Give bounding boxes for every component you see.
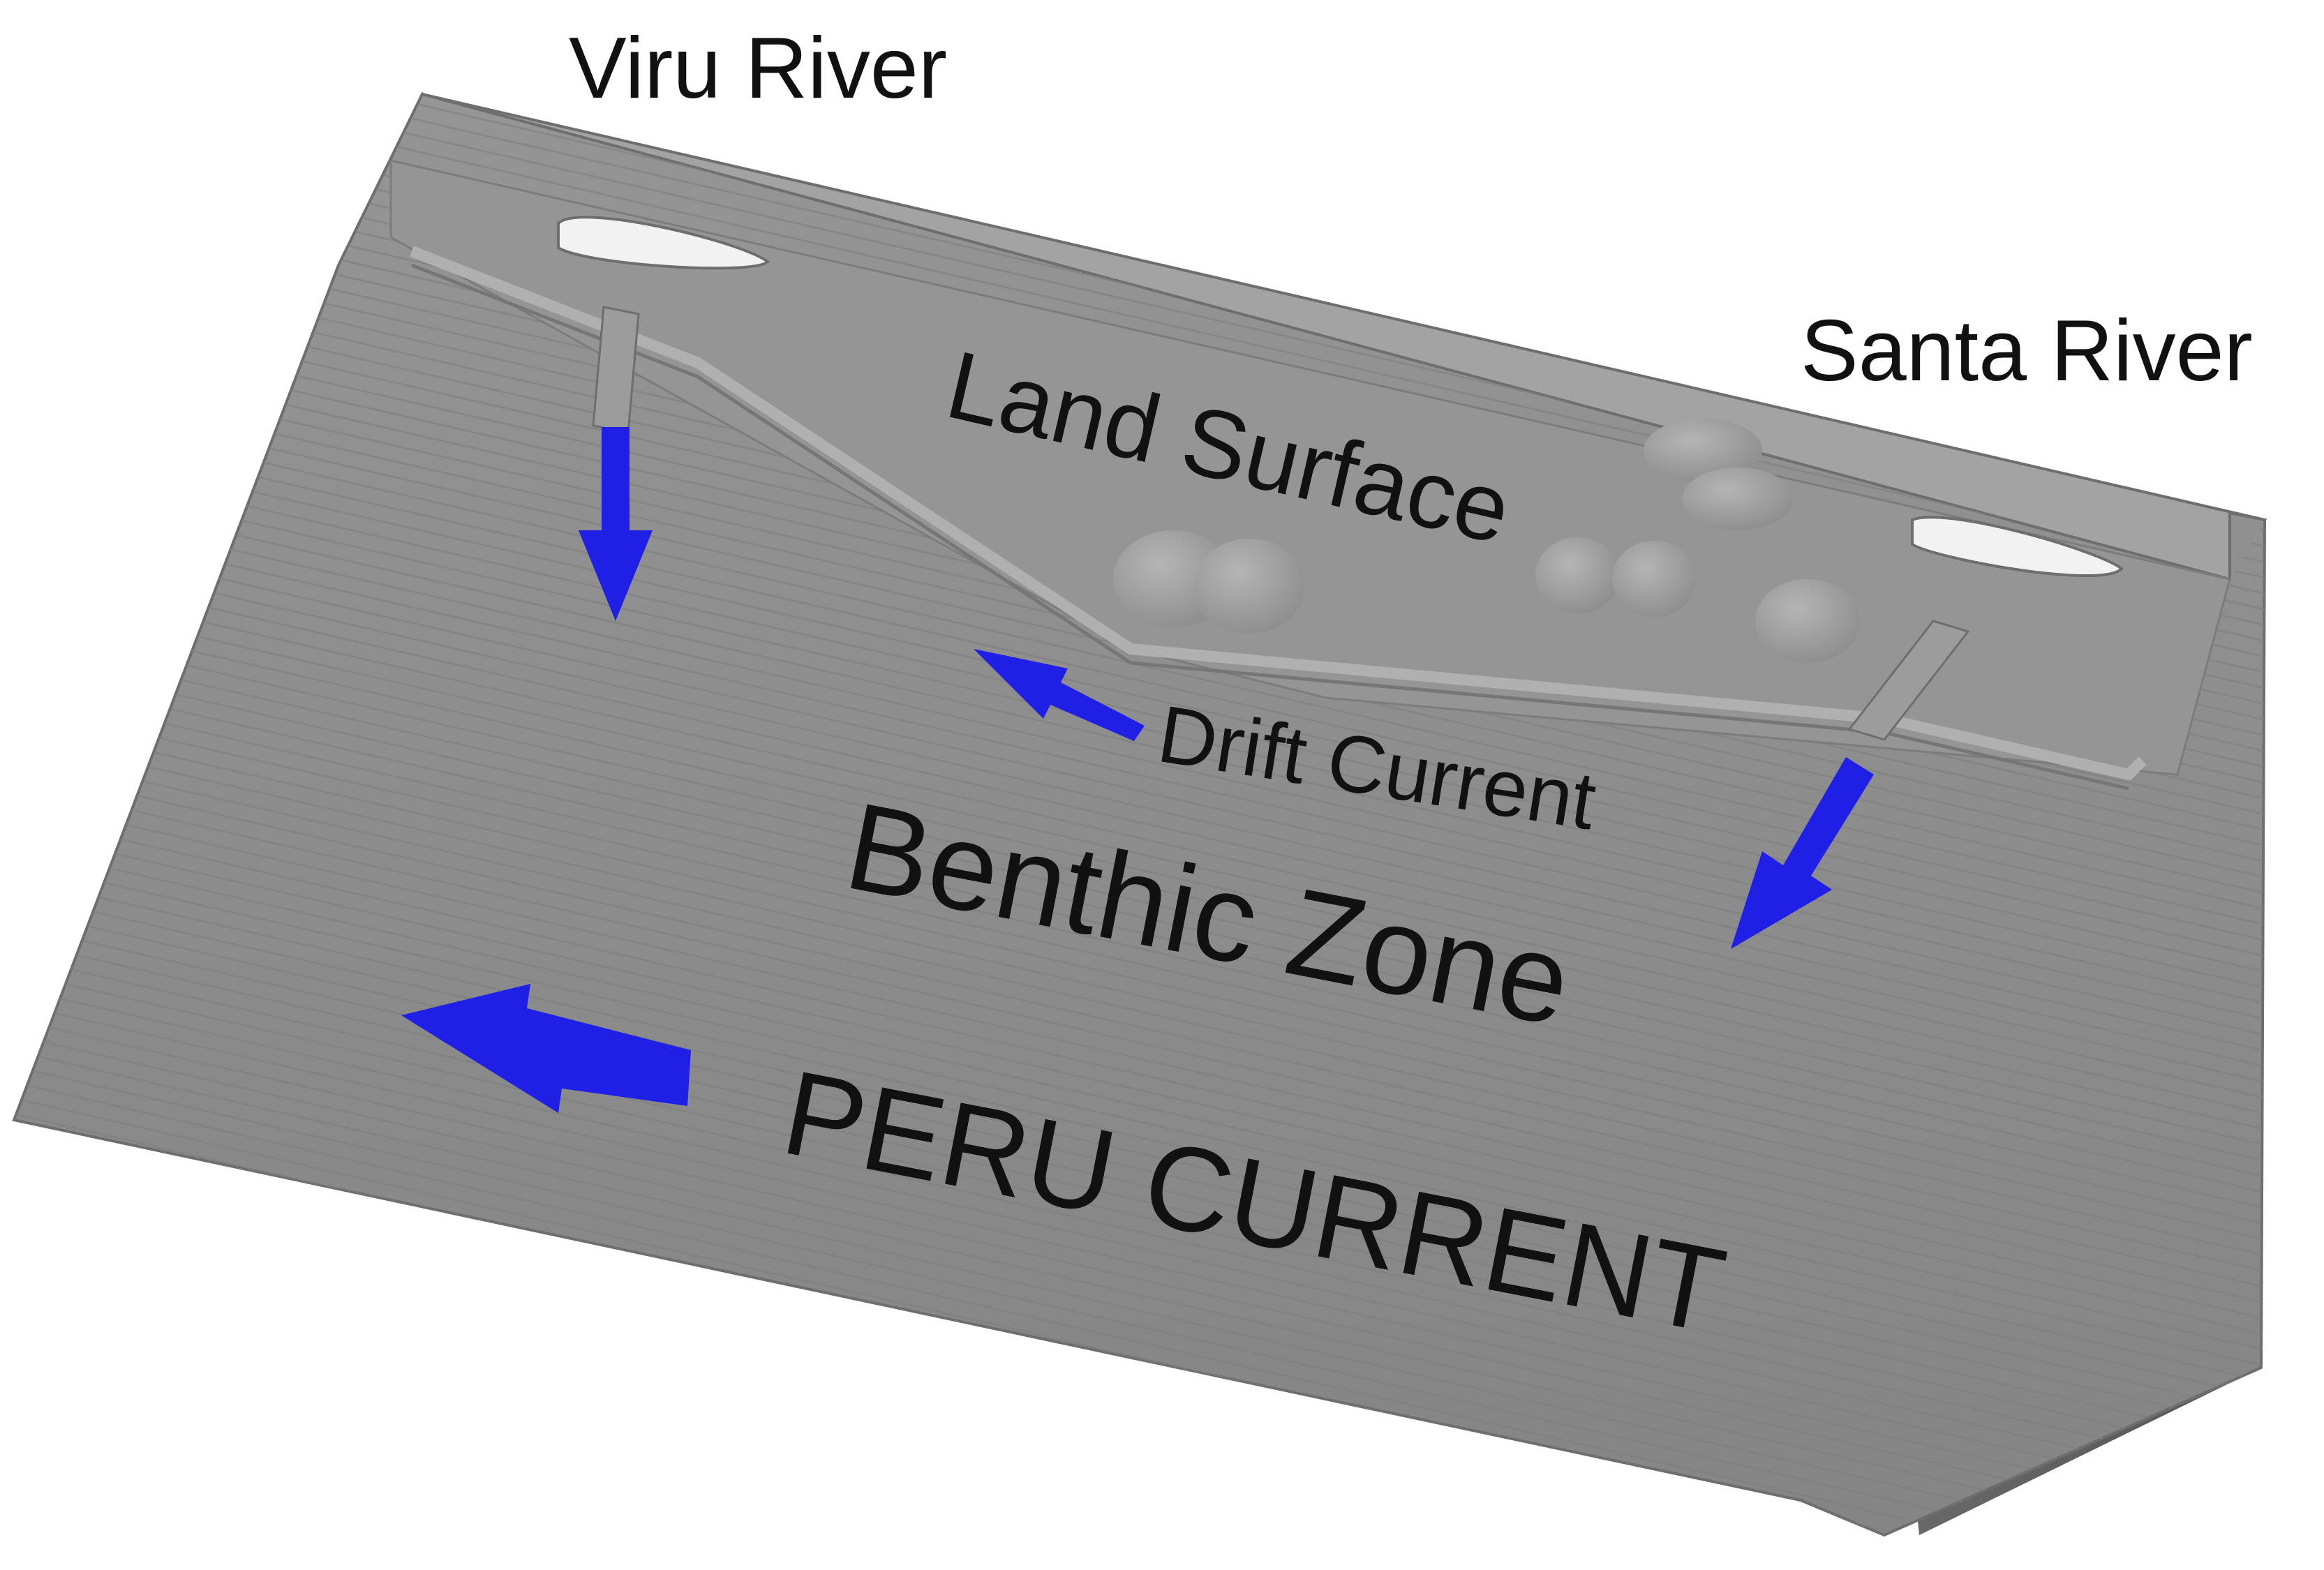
viru-river-inlet — [557, 216, 770, 270]
santa-river-flow-arrow — [1731, 757, 1874, 949]
flow-arrows — [401, 427, 1874, 1113]
viru-river-label: Viru River — [569, 20, 947, 117]
land-mounds — [1113, 419, 1860, 663]
drift-current-arrow — [974, 649, 1145, 741]
santa-river-channel — [1847, 620, 1970, 741]
viru-river-flow-arrow — [579, 427, 653, 621]
peru-current-arrow — [401, 984, 691, 1113]
coastline — [410, 246, 2147, 780]
santa-river-inlet — [1911, 516, 2124, 577]
santa-river-label: Santa River — [1801, 303, 2253, 399]
